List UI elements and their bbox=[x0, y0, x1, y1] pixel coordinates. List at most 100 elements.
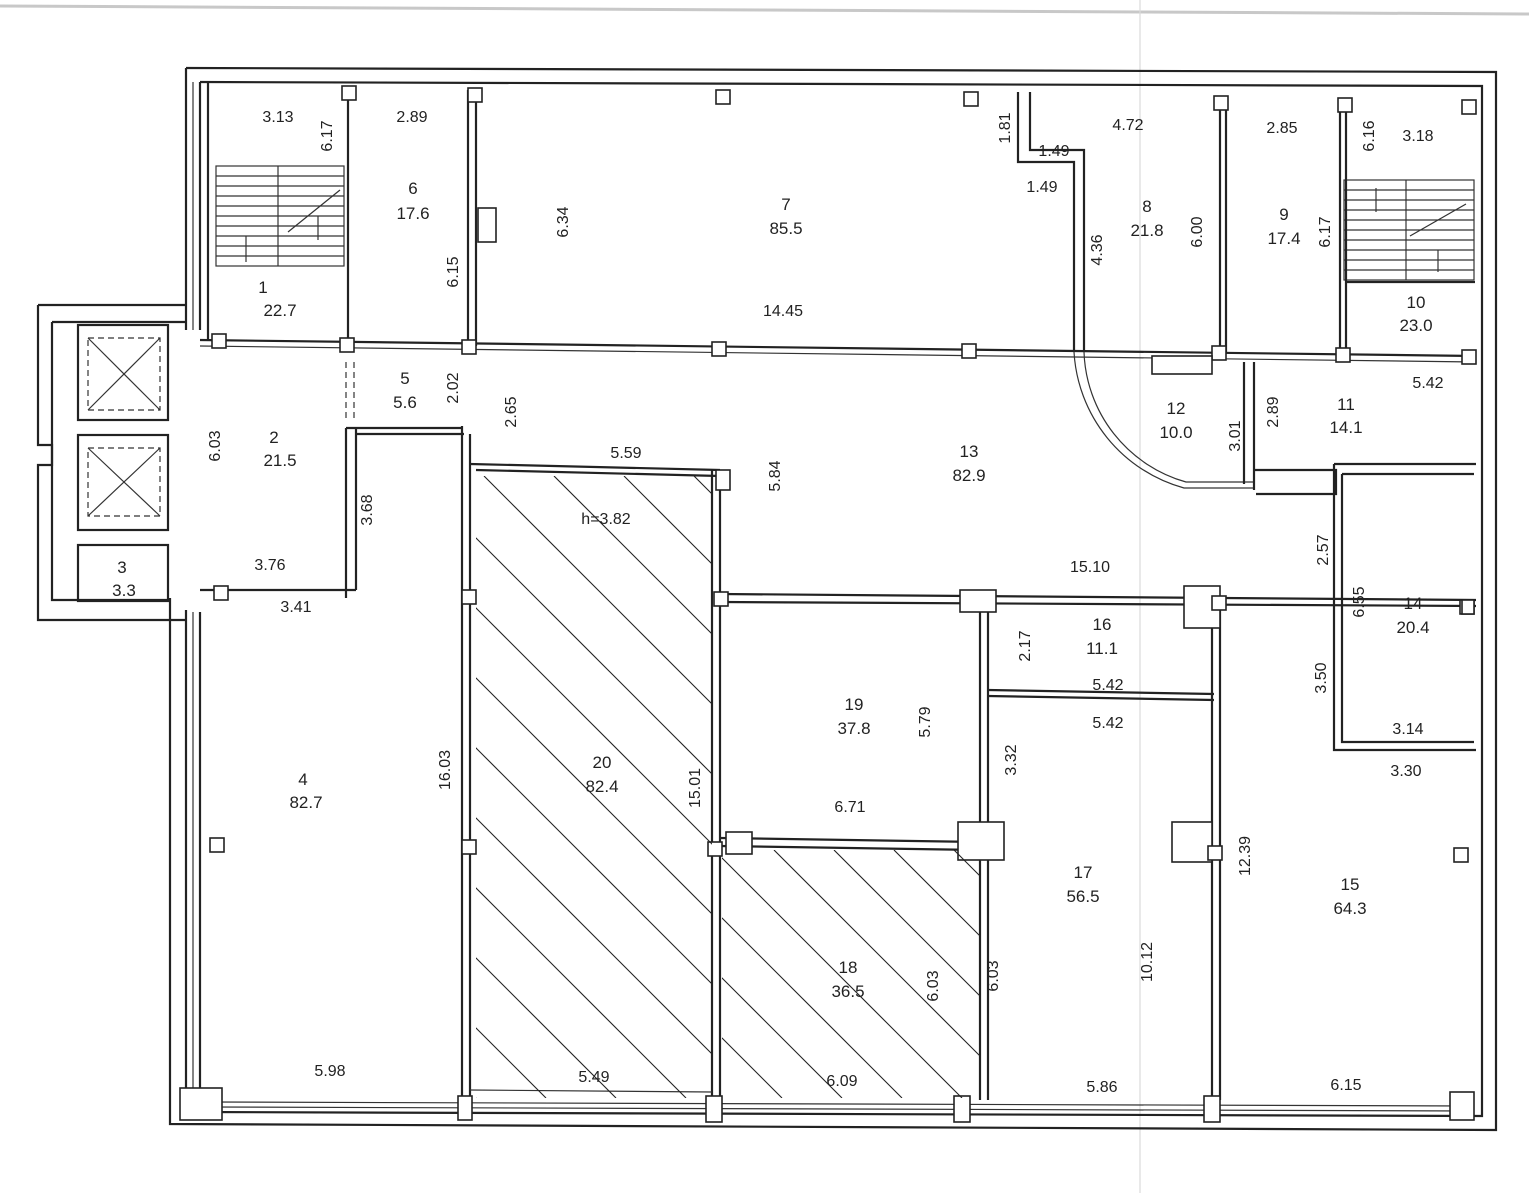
hatch-line bbox=[722, 917, 903, 1098]
dimension-label: 2.57 bbox=[1315, 534, 1332, 565]
staircase-right bbox=[1343, 179, 1475, 281]
hatch-line bbox=[834, 476, 1456, 1098]
hatch-line bbox=[623, 476, 712, 565]
hatched-room-20 bbox=[476, 476, 1529, 1098]
dimension-label: 6.09 bbox=[826, 1073, 857, 1090]
room-area: 3.3 bbox=[112, 581, 136, 600]
hatch-line bbox=[1254, 476, 1529, 1098]
room-number: 13 bbox=[960, 442, 979, 461]
dimension-label: 12.39 bbox=[1237, 836, 1254, 876]
hatch-line bbox=[483, 476, 712, 705]
dimension-label: 6.15 bbox=[445, 256, 462, 287]
dimension-label: 3.32 bbox=[1003, 744, 1020, 775]
dimension-label: 2.17 bbox=[1017, 630, 1034, 661]
hatch-line bbox=[476, 537, 712, 775]
dimension-label: 16.03 bbox=[437, 750, 454, 790]
hatch-line bbox=[773, 850, 980, 1057]
hatch-line bbox=[833, 850, 980, 997]
hatch-line bbox=[553, 476, 712, 635]
room-area: 82.9 bbox=[952, 466, 985, 485]
dimension-label: 5.42 bbox=[1092, 677, 1123, 694]
hatch-line bbox=[1114, 476, 1529, 1098]
dimension-label: 5.49 bbox=[578, 1069, 609, 1086]
dimension-label: 5.84 bbox=[767, 460, 784, 491]
room-area: 22.7 bbox=[263, 301, 296, 320]
hatch-line bbox=[1184, 476, 1529, 1098]
room-area: 82.4 bbox=[585, 777, 618, 796]
dimension-label: 1.49 bbox=[1026, 179, 1057, 196]
room-number: 16 bbox=[1093, 615, 1112, 634]
room-number: 15 bbox=[1341, 875, 1360, 894]
hatch-line bbox=[1074, 850, 1322, 1098]
hatch-line bbox=[722, 857, 963, 1098]
dimension-label: 6.17 bbox=[319, 120, 336, 151]
dimension-label: 5.42 bbox=[1412, 375, 1443, 392]
dimension-label: 4.36 bbox=[1089, 234, 1106, 265]
room-number: 7 bbox=[781, 195, 790, 214]
dimension-label: 15.10 bbox=[1070, 559, 1110, 576]
dimension-label: 6.03 bbox=[207, 430, 224, 461]
hatch-line bbox=[476, 887, 687, 1098]
structural-columns bbox=[179, 85, 1477, 1123]
dimension-label: 15.01 bbox=[687, 768, 704, 808]
room-area: 64.3 bbox=[1333, 899, 1366, 918]
room-area: 14.1 bbox=[1329, 418, 1362, 437]
dimension-label: 3.50 bbox=[1313, 662, 1330, 693]
dimension-labels: 3.13 6.17 2.89 6.15 6.34 14.45 1.81 1.49… bbox=[207, 109, 1444, 1096]
room-number: 18 bbox=[839, 958, 858, 977]
room-area: 82.7 bbox=[289, 793, 322, 812]
hatch-line bbox=[476, 1097, 477, 1098]
dimension-label: 6.17 bbox=[1317, 216, 1334, 247]
hatch-line bbox=[1324, 476, 1529, 1098]
room-area: 21.5 bbox=[263, 451, 296, 470]
interior-walls bbox=[199, 82, 1477, 1100]
hatch-line bbox=[722, 977, 843, 1098]
room-area: 37.8 bbox=[837, 719, 870, 738]
room-area: 10.0 bbox=[1159, 423, 1192, 442]
dimension-label: 2.65 bbox=[503, 396, 520, 427]
dimension-label: 2.85 bbox=[1266, 120, 1297, 137]
dimension-label: 10.12 bbox=[1139, 942, 1156, 982]
hatch-line bbox=[1044, 476, 1529, 1098]
hatch-line bbox=[893, 850, 980, 937]
dimension-label: 2.89 bbox=[1265, 396, 1282, 427]
room-area: 11.1 bbox=[1086, 639, 1118, 658]
dimension-label: 2.89 bbox=[396, 109, 427, 126]
room-number: 19 bbox=[845, 695, 864, 714]
dimension-label: 3.68 bbox=[359, 494, 376, 525]
room-number: 3 bbox=[117, 558, 126, 577]
dimension-label: 6.71 bbox=[834, 799, 865, 816]
hatch-line bbox=[476, 677, 712, 915]
room-area: 21.8 bbox=[1130, 221, 1163, 240]
room-number: 17 bbox=[1074, 863, 1093, 882]
room-number: 12 bbox=[1167, 399, 1186, 418]
room-number: 5 bbox=[400, 369, 409, 388]
elevator-shafts bbox=[36, 303, 186, 622]
room-number: 10 bbox=[1407, 293, 1426, 312]
dimension-label: 14.45 bbox=[763, 303, 803, 320]
dimension-label: 3.41 bbox=[280, 599, 311, 616]
room-area: 36.5 bbox=[831, 982, 864, 1001]
dimension-label: 1.81 bbox=[997, 112, 1014, 143]
dimension-label: 3.13 bbox=[262, 109, 293, 126]
dimension-label: 3.76 bbox=[254, 557, 285, 574]
dimension-label: 3.18 bbox=[1402, 128, 1433, 145]
room-number: 8 bbox=[1142, 197, 1151, 216]
dimension-label: 3.01 bbox=[1227, 420, 1244, 451]
room-number: 20 bbox=[593, 753, 612, 772]
room-area: 5.6 bbox=[393, 393, 417, 412]
room-number: 9 bbox=[1279, 205, 1288, 224]
hatch-line bbox=[476, 817, 712, 1055]
dimension-label: 6.55 bbox=[1351, 586, 1368, 617]
dimension-label: 1.49 bbox=[1038, 143, 1069, 160]
room-number: 14 bbox=[1404, 594, 1423, 613]
outer-walls bbox=[168, 66, 1498, 1132]
staircase-left bbox=[215, 165, 345, 267]
dimension-label: 6.03 bbox=[925, 970, 942, 1001]
dimension-label: 6.15 bbox=[1330, 1077, 1361, 1094]
dimension-label: 5.42 bbox=[1092, 715, 1123, 732]
room-area: 23.0 bbox=[1399, 316, 1432, 335]
hatch-line bbox=[974, 476, 1529, 1098]
paper-edge bbox=[0, 4, 1529, 16]
